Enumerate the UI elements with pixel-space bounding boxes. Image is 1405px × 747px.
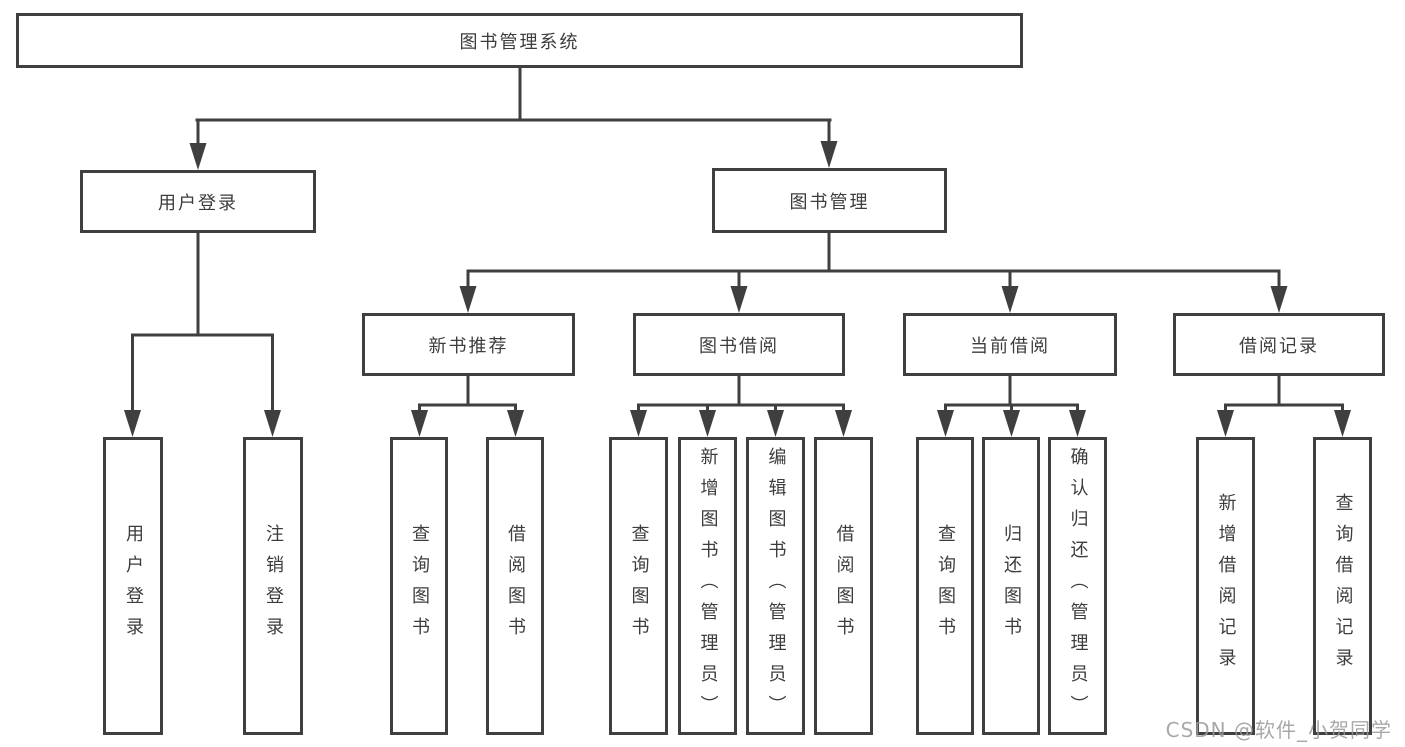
leaf-bb-edit-books-admin-label: 编辑图书（管理员）	[765, 446, 787, 726]
arrowhead-user-login	[189, 143, 207, 170]
leaf-user-login-label: 用户登录	[123, 524, 144, 648]
node-borrow-records-label: 借阅记录	[1239, 335, 1319, 357]
node-book-borrow-label: 图书借阅	[699, 335, 779, 357]
arrowhead-cb-confirm	[1069, 410, 1086, 437]
node-book-management-label: 图书管理	[789, 191, 870, 213]
leaf-cb-query-books: 查询图书	[916, 437, 974, 735]
leaf-cb-confirm-return-admin-label: 确认归还（管理员）	[1067, 446, 1089, 726]
arrowhead-br-add	[1217, 410, 1234, 437]
leaf-cb-confirm-return-admin: 确认归还（管理员）	[1048, 437, 1107, 735]
leaf-cb-return-books: 归还图书	[982, 437, 1040, 735]
node-current-borrow-label: 当前借阅	[970, 335, 1050, 357]
arrowhead-bb-edit	[767, 410, 784, 437]
arrowhead-leaf-logout	[264, 410, 281, 437]
leaf-logout: 注销登录	[243, 437, 303, 735]
connector-root-to-level2	[195, 68, 832, 146]
leaf-nbr-borrow-books: 借阅图书	[486, 437, 544, 735]
node-root: 图书管理系统	[16, 13, 1023, 68]
arrowhead-borrow-records	[1270, 286, 1288, 313]
node-current-borrow: 当前借阅	[903, 313, 1117, 376]
arrowhead-leaf-login	[124, 410, 141, 437]
node-root-label: 图书管理系统	[459, 31, 580, 53]
leaf-br-add-record: 新增借阅记录	[1196, 437, 1255, 735]
leaf-bb-borrow-books: 借阅图书	[814, 437, 873, 735]
arrowhead-bb-query	[630, 410, 647, 437]
leaf-bb-borrow-books-label: 借阅图书	[833, 524, 855, 648]
connector-borrow-records-children	[1224, 376, 1344, 413]
connector-book-management-children	[466, 232, 1281, 289]
node-book-management: 图书管理	[712, 168, 947, 233]
connector-current-borrow-children	[944, 376, 1079, 413]
arrowhead-bb-borrow	[835, 410, 852, 437]
arrowhead-current-borrow	[1001, 286, 1019, 313]
arrowhead-book-borrow	[730, 286, 748, 313]
node-user-login: 用户登录	[80, 170, 316, 233]
node-new-book-recommend-label: 新书推荐	[428, 335, 509, 357]
arrowhead-nbr-query	[411, 410, 428, 437]
arrowhead-br-query	[1334, 410, 1351, 437]
connector-book-borrow-children	[637, 376, 845, 413]
connector-new-book-recommend-children	[418, 376, 517, 413]
node-book-borrow: 图书借阅	[633, 313, 845, 376]
arrowhead-new-book-recommend	[459, 286, 477, 313]
arrowhead-book-management	[820, 141, 838, 168]
leaf-nbr-borrow-books-label: 借阅图书	[505, 524, 526, 648]
leaf-br-query-record-label: 查询借阅记录	[1332, 493, 1354, 679]
leaf-cb-return-books-label: 归还图书	[1001, 524, 1022, 648]
leaf-bb-add-books-admin-label: 新增图书（管理员）	[697, 446, 719, 726]
arrowhead-nbr-borrow	[507, 410, 524, 437]
leaf-cb-query-books-label: 查询图书	[935, 524, 956, 648]
arrowhead-cb-query	[937, 410, 954, 437]
leaf-bb-edit-books-admin: 编辑图书（管理员）	[746, 437, 805, 735]
csdn-watermark: CSDN @软件_小贺同学	[1165, 718, 1392, 742]
leaf-bb-query-books-label: 查询图书	[628, 524, 650, 648]
leaf-br-add-record-label: 新增借阅记录	[1215, 493, 1237, 679]
leaf-bb-query-books: 查询图书	[609, 437, 668, 735]
node-new-book-recommend: 新书推荐	[362, 313, 575, 376]
leaf-user-login: 用户登录	[103, 437, 163, 735]
leaf-logout-label: 注销登录	[263, 524, 284, 648]
leaf-nbr-query-books-label: 查询图书	[409, 524, 430, 648]
connector-user-login-children	[131, 232, 274, 412]
leaf-bb-add-books-admin: 新增图书（管理员）	[678, 437, 737, 735]
arrowhead-bb-add	[699, 410, 716, 437]
node-borrow-records: 借阅记录	[1173, 313, 1385, 376]
node-user-login-label: 用户登录	[158, 192, 238, 214]
arrowhead-cb-return	[1003, 410, 1020, 437]
leaf-nbr-query-books: 查询图书	[390, 437, 448, 735]
leaf-br-query-record: 查询借阅记录	[1313, 437, 1372, 735]
